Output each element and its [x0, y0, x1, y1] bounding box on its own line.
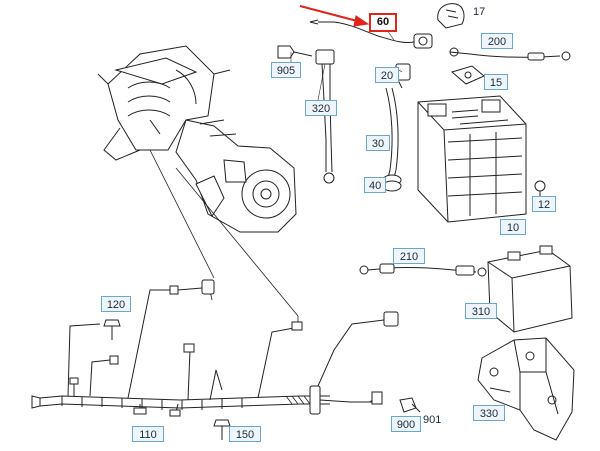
label-part-320[interactable]: 320	[305, 100, 337, 116]
ground-cable-200	[449, 47, 571, 61]
battery-cable-60	[309, 19, 433, 49]
label-part-15[interactable]: 15	[484, 74, 508, 90]
positive-cable-320	[315, 49, 335, 184]
bolt-120	[103, 319, 121, 340]
label-part-110[interactable]: 110	[132, 426, 164, 442]
label-part-60[interactable]: 60	[369, 13, 397, 32]
label-part-905[interactable]: 905	[271, 62, 301, 78]
grommet-40	[382, 174, 402, 192]
label-part-310[interactable]: 310	[465, 303, 497, 319]
aux-battery-310	[487, 245, 573, 333]
label-part-40[interactable]: 40	[364, 177, 386, 193]
battery-10	[417, 95, 527, 223]
label-part-30[interactable]: 30	[366, 135, 390, 151]
highlight-arrow	[299, 5, 370, 27]
connector-900	[399, 397, 421, 413]
clip-905	[277, 45, 313, 59]
label-part-330[interactable]: 330	[473, 405, 505, 421]
aux-cable-210	[359, 263, 487, 277]
clamp-15	[450, 65, 485, 85]
bolt-12	[534, 180, 546, 198]
label-part-12[interactable]: 12	[532, 196, 556, 212]
label-part-10[interactable]: 10	[500, 219, 526, 235]
label-part-901[interactable]: 901	[423, 414, 442, 426]
label-part-210[interactable]: 210	[393, 248, 425, 264]
label-part-900[interactable]: 900	[391, 416, 421, 432]
wiring-harness-110	[31, 279, 399, 417]
label-part-150[interactable]: 150	[229, 426, 261, 442]
engine-transmission	[97, 45, 297, 233]
label-part-17[interactable]: 17	[473, 6, 486, 18]
terminal-cap-17	[437, 3, 465, 29]
label-part-20[interactable]: 20	[375, 67, 399, 83]
bracket-330	[477, 337, 575, 441]
bolt-150	[213, 419, 231, 440]
label-part-120[interactable]: 120	[101, 296, 131, 312]
label-part-200[interactable]: 200	[481, 33, 513, 49]
